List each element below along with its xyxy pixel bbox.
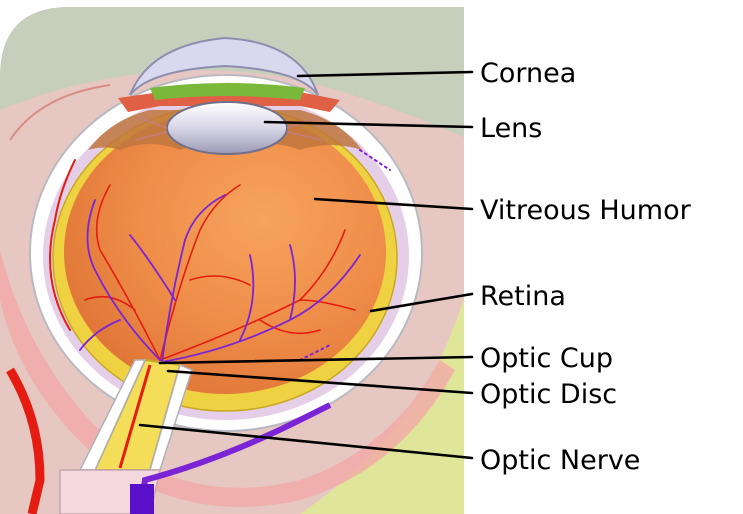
cornea-label: Cornea xyxy=(480,58,576,89)
lens-shape xyxy=(167,102,287,154)
optic-cup-label: Optic Cup xyxy=(480,343,613,374)
vein-cross-section xyxy=(130,484,154,514)
vitreous-humor-label: Vitreous Humor xyxy=(480,195,692,226)
lens-label: Lens xyxy=(480,113,542,144)
optic-nerve-label: Optic Nerve xyxy=(480,445,640,476)
labels: Cornea Lens Vitreous Humor Retina Optic … xyxy=(480,58,692,476)
retina-label: Retina xyxy=(480,281,566,312)
optic-disc-label: Optic Disc xyxy=(480,379,617,410)
